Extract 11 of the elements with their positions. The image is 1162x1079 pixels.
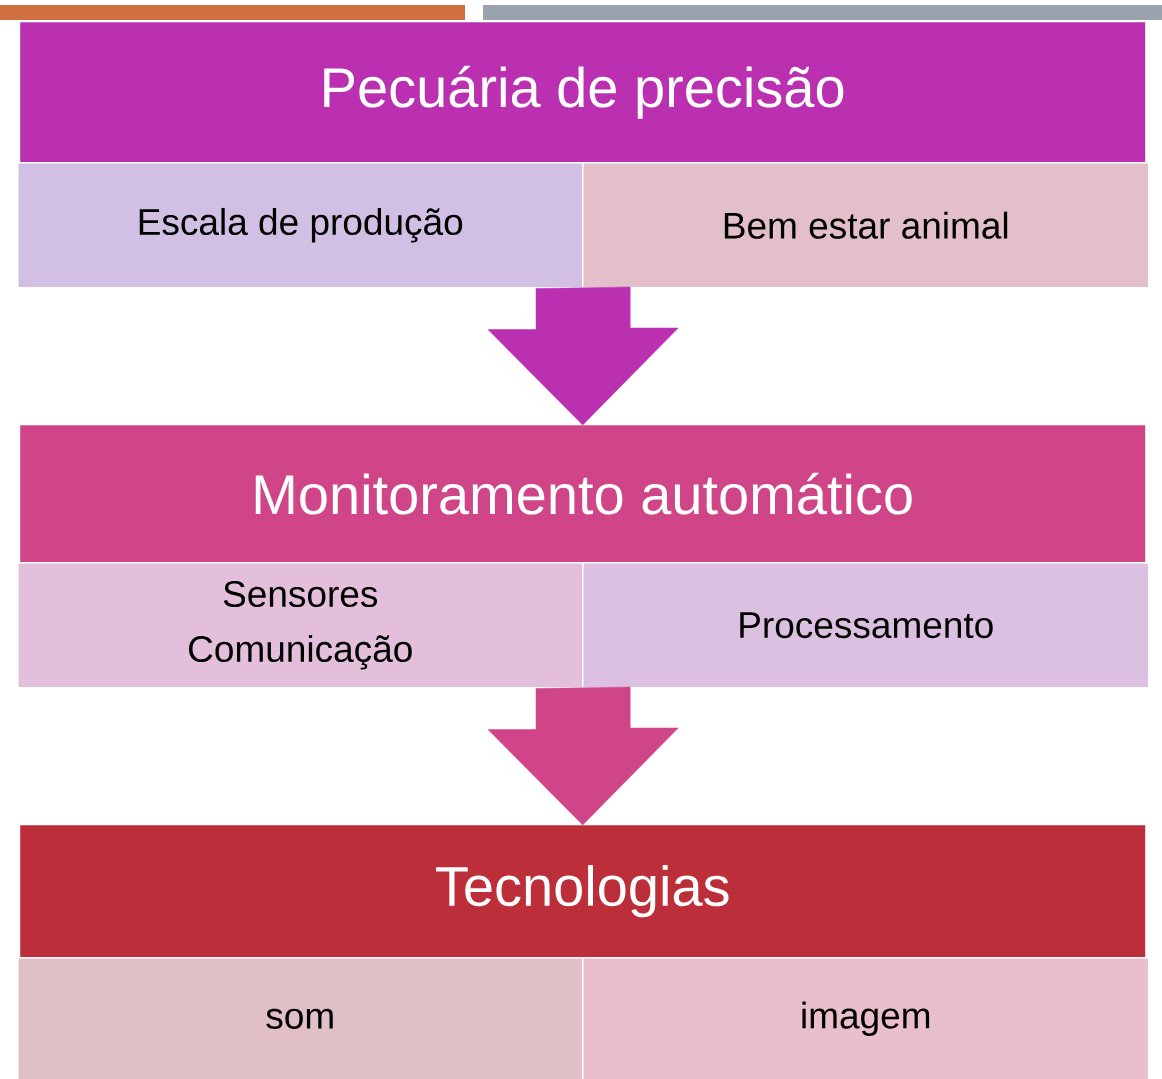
- header-box: Monitoramento automático: [20, 425, 1146, 563]
- category-box: Processamento: [582, 562, 1150, 689]
- header-box: Pecuária de precisão: [20, 22, 1146, 163]
- block-arrow: [487, 286, 679, 426]
- block-arrow: [487, 686, 679, 826]
- category-box: Sensores Comunicação: [17, 562, 584, 689]
- category-box: imagem: [582, 957, 1150, 1079]
- category-box: Escala de produção: [17, 162, 584, 289]
- category-box: Bem estar animal: [582, 162, 1150, 289]
- header-box: Tecnologias: [20, 825, 1146, 958]
- category-box: som: [17, 957, 584, 1079]
